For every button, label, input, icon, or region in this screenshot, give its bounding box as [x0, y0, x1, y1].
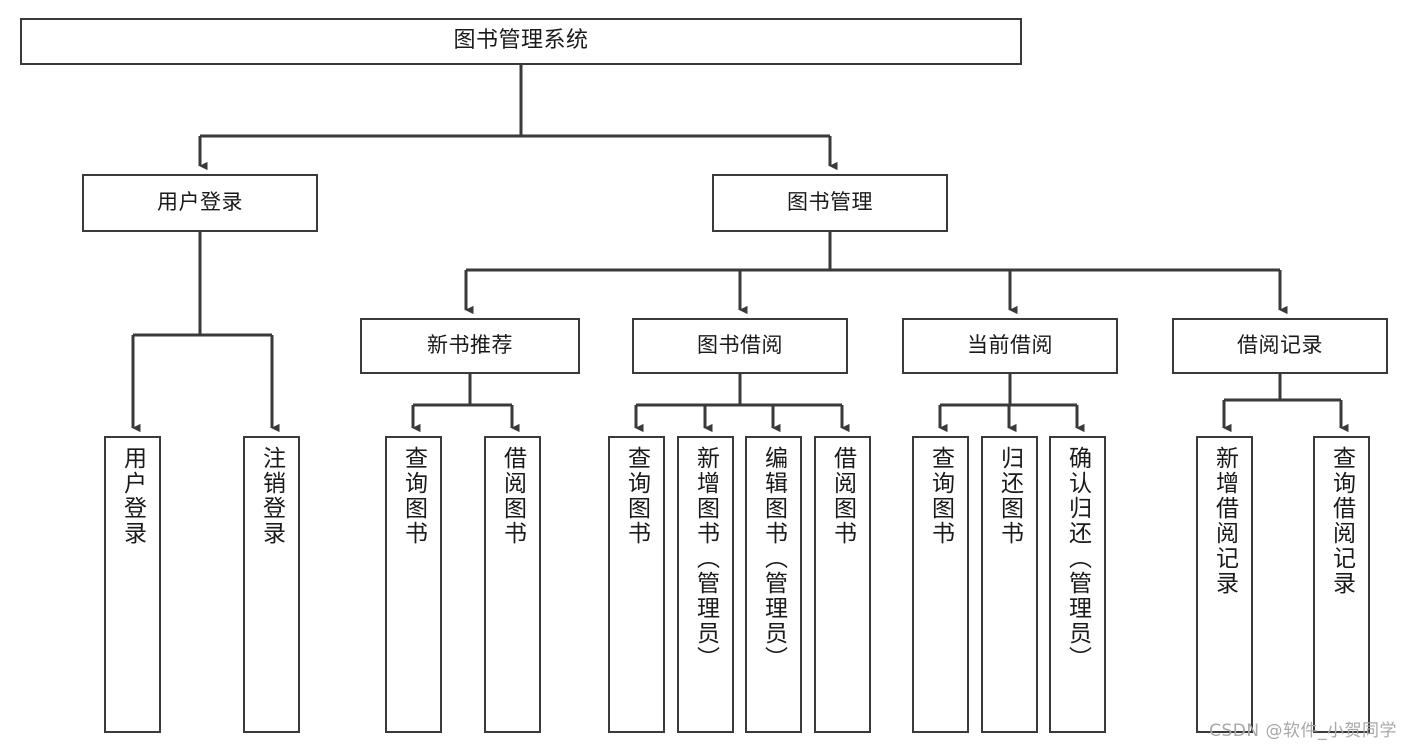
- node-label: 当前借阅: [967, 333, 1053, 358]
- watermark: CSDN @软件_小贺同学: [1209, 721, 1397, 741]
- node-label: 用户登录: [157, 190, 243, 215]
- node-label: 借阅记录: [1237, 333, 1323, 358]
- node-label: 查询图书: [400, 446, 427, 546]
- node-label: 图书管理: [787, 190, 873, 215]
- node-leaf-query-borrow-record[interactable]: 查询借阅记录: [1313, 436, 1370, 733]
- node-label: 归还图书: [996, 446, 1023, 546]
- node-label: 确认归还（管理员）: [1064, 446, 1091, 671]
- node-label: 借阅图书: [829, 446, 856, 546]
- node-label: 图书管理系统: [453, 28, 589, 54]
- node-current-borrow[interactable]: 当前借阅: [902, 318, 1118, 374]
- node-label: 查询借阅记录: [1328, 446, 1355, 596]
- node-book-management[interactable]: 图书管理: [712, 174, 948, 232]
- node-borrow-record[interactable]: 借阅记录: [1172, 318, 1388, 374]
- node-leaf-borrow-book[interactable]: 借阅图书: [814, 436, 871, 733]
- node-leaf-logout[interactable]: 注销登录: [243, 436, 300, 733]
- node-leaf-confirm-return-admin[interactable]: 确认归还（管理员）: [1049, 436, 1106, 733]
- node-label: 新增图书（管理员）: [692, 446, 719, 671]
- node-user-login[interactable]: 用户登录: [82, 174, 318, 232]
- node-label: 用户登录: [119, 446, 146, 546]
- node-leaf-query-book-recommend[interactable]: 查询图书: [385, 436, 442, 733]
- node-label: 注销登录: [258, 446, 285, 546]
- node-leaf-query-book-borrow[interactable]: 查询图书: [608, 436, 665, 733]
- node-label: 查询图书: [927, 446, 954, 546]
- node-label: 新增借阅记录: [1211, 446, 1238, 596]
- node-new-book-recommend[interactable]: 新书推荐: [360, 318, 580, 374]
- node-label: 查询图书: [623, 446, 650, 546]
- node-leaf-add-book-admin[interactable]: 新增图书（管理员）: [677, 436, 734, 733]
- node-leaf-query-book-current[interactable]: 查询图书: [912, 436, 969, 733]
- node-label: 图书借阅: [697, 333, 783, 358]
- node-label: 借阅图书: [499, 446, 526, 546]
- node-root-book-management-system[interactable]: 图书管理系统: [20, 18, 1022, 65]
- node-label: 编辑图书（管理员）: [760, 446, 787, 671]
- node-leaf-user-login[interactable]: 用户登录: [104, 436, 161, 733]
- node-book-borrow[interactable]: 图书借阅: [632, 318, 848, 374]
- node-label: 新书推荐: [427, 333, 513, 358]
- node-leaf-edit-book-admin[interactable]: 编辑图书（管理员）: [745, 436, 802, 733]
- node-leaf-borrow-book-recommend[interactable]: 借阅图书: [484, 436, 541, 733]
- node-leaf-add-borrow-record[interactable]: 新增借阅记录: [1196, 436, 1253, 733]
- node-leaf-return-book[interactable]: 归还图书: [981, 436, 1038, 733]
